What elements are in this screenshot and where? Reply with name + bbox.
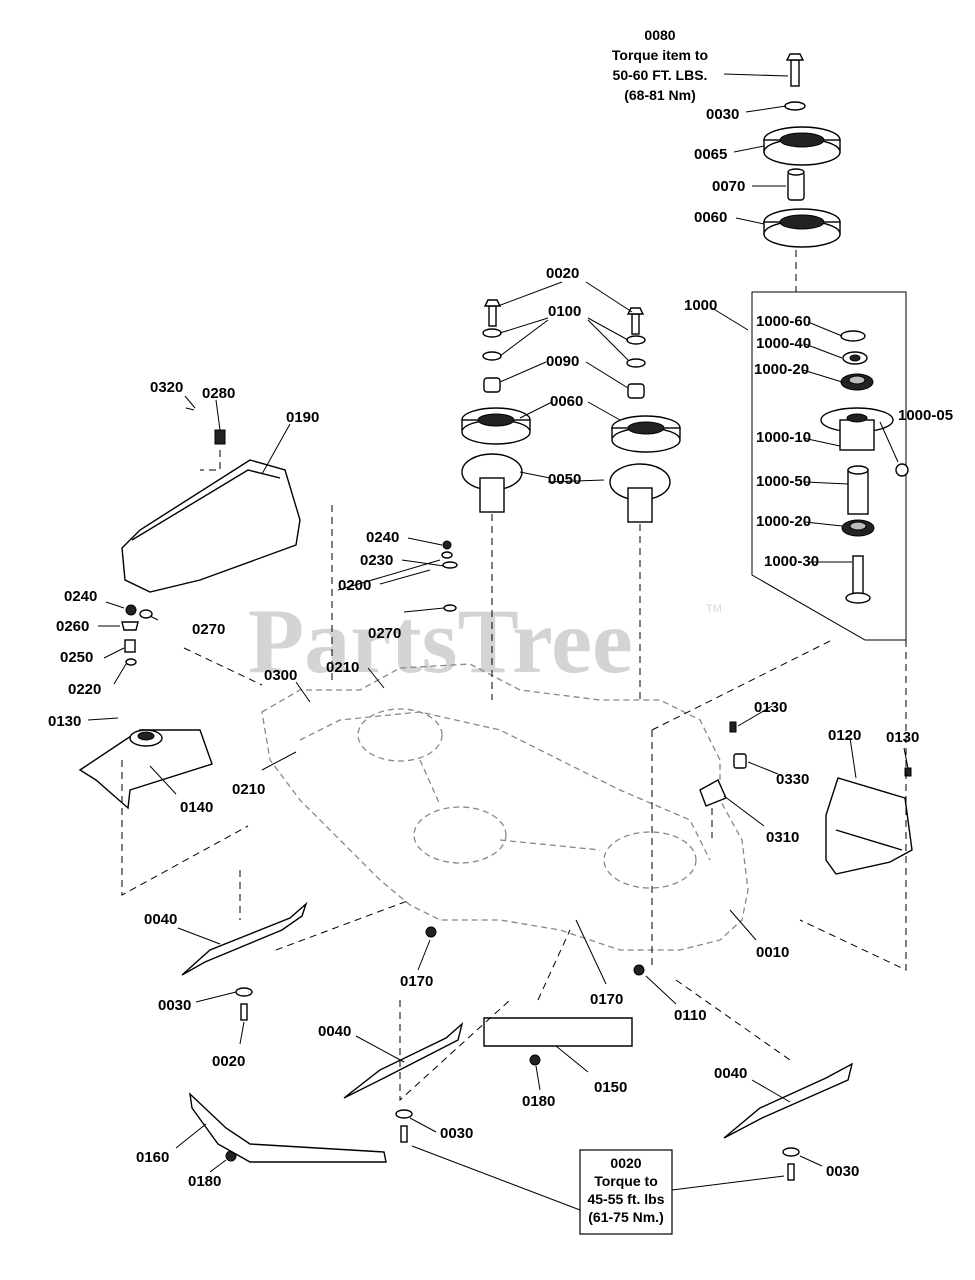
watermark-text: PartsTree [248,590,633,692]
leader-lines [87,73,909,1211]
label-0240-left: 0240 [64,588,97,605]
label-0140: 0140 [180,799,213,816]
label-1000-10: 1000-10 [756,429,811,446]
label-0100: 0100 [548,303,581,320]
bottom-note-line-2: Torque to [594,1173,658,1189]
label-0180-mid: 0180 [522,1093,555,1110]
label-0120: 0120 [828,727,861,744]
label-0310: 0310 [766,829,799,846]
label-0240-rod: 0240 [366,529,399,546]
label-0040-left: 0040 [144,911,177,928]
label-0050: 0050 [548,471,581,488]
label-0320: 0320 [150,379,183,396]
label-0220: 0220 [68,681,101,698]
assembly-lines [183,505,907,1102]
label-0150: 0150 [594,1079,627,1096]
bottom-note-box [579,1149,673,1235]
label-1000-30: 1000-30 [764,553,819,570]
label-0040-mid: 0040 [318,1023,351,1040]
bottom-note-line-4: (61-75 Nm.) [588,1209,663,1225]
discharge-chute [825,767,913,875]
label-0170-right: 0170 [590,991,623,1008]
label-0260: 0260 [56,618,89,635]
label-0270-left: 0270 [192,621,225,638]
top-torque-note: 0080 Torque item to 50-60 FT. LBS. (68-8… [612,27,708,103]
label-0170-left: 0170 [400,973,433,990]
blade-hardware [225,926,800,1181]
label-0060: 0060 [694,209,727,226]
label-0130-right: 0130 [886,729,919,746]
label-0030: 0030 [706,106,739,123]
label-0030-right: 0030 [826,1163,859,1180]
top-note-line-4: (68-81 Nm) [624,87,696,103]
label-0070: 0070 [712,178,745,195]
idler-parts [699,721,747,838]
label-1000-20-lower: 1000-20 [756,513,811,530]
label-0230: 0230 [360,552,393,569]
label-1000: 1000 [684,297,717,314]
label-0300: 0300 [264,667,297,684]
label-0190: 0190 [286,409,319,426]
top-note-line-2: Torque item to [612,47,708,63]
label-0180-left: 0180 [188,1173,221,1190]
front-guard [78,729,249,896]
top-note-line-1: 0080 [644,27,675,43]
label-1000-60: 1000-60 [756,313,811,330]
watermark-tm: TM [706,603,722,615]
label-0250: 0250 [60,649,93,666]
label-0030-left: 0030 [158,997,191,1014]
label-0030-mid: 0030 [440,1125,473,1142]
belt-cover [121,407,301,593]
blades [181,870,854,1139]
label-0065: 0065 [694,146,727,163]
label-1000-20: 1000-20 [754,361,809,378]
label-0270-rod: 0270 [368,625,401,642]
label-0280: 0280 [202,385,235,402]
label-0090: 0090 [546,353,579,370]
label-0130-left: 0130 [48,713,81,730]
part-labels: 0030 0065 0070 0060 1000 1000-60 1000-40… [48,106,953,1190]
label-0010: 0010 [756,944,789,961]
label-1000-05: 1000-05 [898,407,953,424]
label-0020-left: 0020 [212,1053,245,1070]
baffles [189,1017,633,1163]
bottom-note-line-1: 0020 [610,1155,641,1171]
middle-spindle-stacks [461,299,681,700]
label-0210-upper: 0210 [326,659,359,676]
label-0210-lower: 0210 [232,781,265,798]
mower-deck [261,663,749,951]
top-note-line-3: 50-60 FT. LBS. [613,67,708,83]
spindle-internals [820,330,909,604]
label-0040-right: 0040 [714,1065,747,1082]
label-0130-mid: 0130 [754,699,787,716]
label-1000-40: 1000-40 [756,335,811,352]
label-0110: 0110 [674,1007,707,1024]
label-0060-mid: 0060 [550,393,583,410]
top-pulley-stack [763,53,841,292]
bottom-torque-note: 0020 Torque to 45-55 ft. lbs (61-75 Nm.) [579,1149,673,1235]
label-1000-50: 1000-50 [756,473,811,490]
left-hardware [121,604,153,666]
label-0020-top: 0020 [546,265,579,282]
bottom-note-line-3: 45-55 ft. lbs [587,1191,664,1207]
label-0330: 0330 [776,771,809,788]
label-0200: 0200 [338,577,371,594]
label-0160: 0160 [136,1149,169,1166]
